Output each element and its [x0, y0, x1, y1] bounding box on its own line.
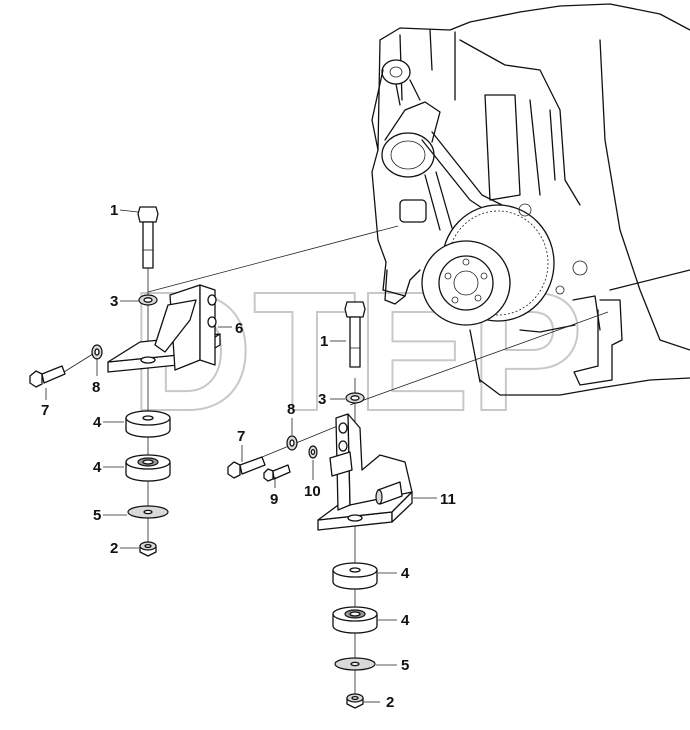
callout-2-left: 2	[110, 540, 118, 557]
engine-block	[371, 3, 690, 396]
callout-5-left: 5	[93, 507, 101, 524]
callout-6: 6	[235, 320, 243, 337]
washer-3-right	[345, 392, 365, 404]
callout-8-left: 8	[92, 379, 100, 396]
alternator	[371, 59, 441, 223]
callout-4-left-lower: 4	[93, 459, 102, 476]
callout-2-right: 2	[386, 694, 394, 711]
washer-3-left	[138, 294, 158, 306]
callout-8-right: 8	[287, 401, 295, 418]
bracket-11	[317, 413, 413, 531]
callout-3-right: 3	[318, 391, 326, 408]
callout-7-right: 7	[237, 428, 245, 445]
bolt-9	[263, 464, 291, 482]
crankshaft-pulley	[421, 204, 555, 326]
callout-1-left: 1	[110, 202, 118, 219]
bolt-7-right	[227, 456, 266, 479]
washer-5-left	[127, 505, 169, 519]
right-mount-assembly	[227, 301, 413, 709]
leader-lines	[45, 209, 437, 703]
callout-11: 11	[440, 491, 456, 508]
callout-4-right-lower: 4	[401, 612, 410, 629]
bolt-1-right	[344, 301, 366, 368]
left-mount-assembly	[29, 206, 221, 557]
washer-8-left	[91, 344, 103, 360]
nut-2-right	[346, 693, 364, 709]
nut-2-left	[139, 541, 157, 557]
washer-8-right	[286, 435, 298, 451]
washer-10	[308, 445, 318, 459]
callout-5-right: 5	[401, 657, 409, 674]
rubber-mount-4-right-lower	[332, 606, 378, 634]
callout-7-left: 7	[41, 402, 49, 419]
callout-10: 10	[304, 483, 321, 500]
washer-5-right	[334, 657, 376, 671]
callout-4-right-upper: 4	[401, 565, 410, 582]
callout-1-right: 1	[320, 333, 328, 350]
callout-labels: 1 3 6 8 7 4 4 5 2 1 3 8 7 10 9 11 4 4 5 …	[41, 202, 456, 711]
bracket-6	[107, 284, 221, 373]
bolt-7-left	[29, 365, 66, 388]
callout-4-left-upper: 4	[93, 414, 102, 431]
rubber-mount-4-left-lower	[125, 454, 171, 482]
rubber-mount-4-left-upper	[125, 410, 171, 438]
rubber-mount-4-right-upper	[332, 562, 378, 590]
bolt-1-left	[137, 206, 159, 269]
callout-9: 9	[270, 491, 278, 508]
callout-3-left: 3	[110, 293, 118, 310]
